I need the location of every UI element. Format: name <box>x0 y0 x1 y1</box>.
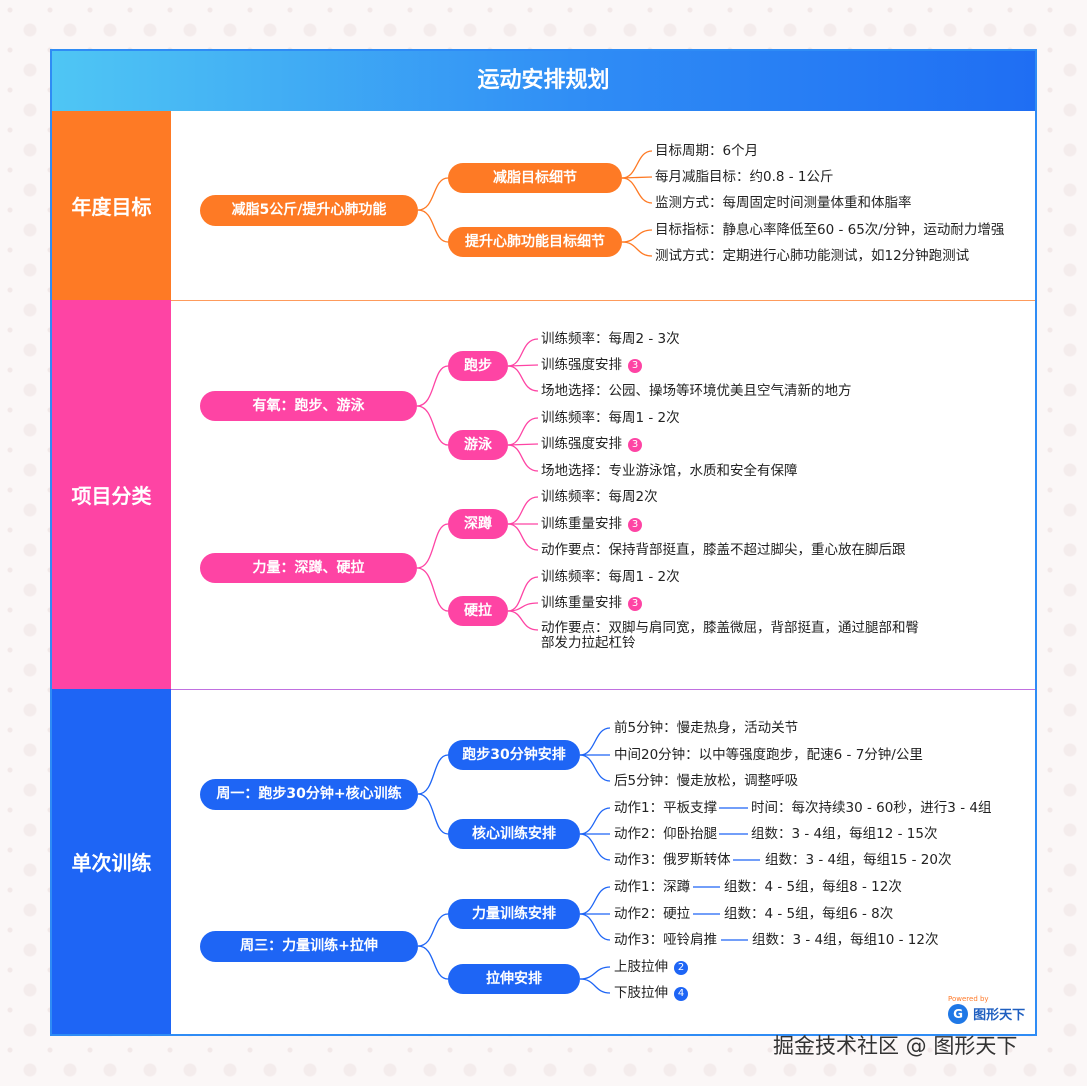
leaf-deadlift-frequency: 训练频率：每周1 - 2次 <box>541 569 680 585</box>
leaf-label: 训练强度安排 <box>541 357 622 373</box>
leaf-run-frequency: 训练频率：每周2 - 3次 <box>541 331 680 347</box>
squat-node[interactable]: 深蹲 <box>448 509 508 539</box>
powered-by-logo: Powered by G 图形天下 <box>948 995 1025 1024</box>
core-node[interactable]: 核心训练安排 <box>448 819 580 849</box>
leaf-label: 训练重量安排 <box>541 516 622 532</box>
leaf-run-first: 前5分钟：慢走热身，活动关节 <box>614 720 799 736</box>
section-label-annual-goal: 年度目标 <box>52 111 171 300</box>
leaf-core-action-3-detail: 组数：3 - 4组，每组15 - 20次 <box>765 852 952 868</box>
leaf-upper-stretch[interactable]: 上肢拉伸 2 <box>614 958 688 976</box>
collapsed-count-badge[interactable]: 3 <box>628 518 642 532</box>
leaf-squat-weight[interactable]: 训练重量安排 3 <box>541 515 642 533</box>
leaf-strength-action-1-detail: 组数：4 - 5组，每组8 - 12次 <box>724 879 902 895</box>
leaf-strength-action-3: 动作3：哑铃肩推 <box>614 932 718 948</box>
leaf-lower-stretch[interactable]: 下肢拉伸 4 <box>614 984 688 1002</box>
section-label-sessions: 单次训练 <box>52 689 171 1034</box>
leaf-strength-action-1: 动作1：深蹲 <box>614 879 691 895</box>
leaf-label: 下肢拉伸 <box>614 985 668 1001</box>
leaf-deadlift-key-points: 动作要点：双脚与肩同宽，膝盖微屈，背部挺直，通过腿部和臀 部发力拉起杠铃 <box>541 621 919 651</box>
leaf-squat-key-points: 动作要点：保持背部挺直，膝盖不超过脚尖，重心放在脚后跟 <box>541 542 906 558</box>
collapsed-count-badge[interactable]: 3 <box>628 359 642 373</box>
leaf-swim-frequency: 训练频率：每周1 - 2次 <box>541 410 680 426</box>
cardio-detail-node[interactable]: 提升心肺功能目标细节 <box>448 227 622 257</box>
goal-main-node[interactable]: 减脂5公斤/提升心肺功能 <box>200 195 418 226</box>
monday-node[interactable]: 周一：跑步30分钟+核心训练 <box>200 779 418 810</box>
leaf-core-action-2-detail: 组数：3 - 4组，每组12 - 15次 <box>751 826 938 842</box>
leaf-strength-action-2-detail: 组数：4 - 5组，每组6 - 8次 <box>724 906 894 922</box>
leaf-core-action-3: 动作3：俄罗斯转体 <box>614 852 731 868</box>
leaf-test-method: 测试方式：定期进行心肺功能测试，如12分钟跑测试 <box>655 248 970 264</box>
deadlift-node[interactable]: 硬拉 <box>448 596 508 626</box>
swimming-node[interactable]: 游泳 <box>448 430 508 460</box>
section-label-categories: 项目分类 <box>52 300 171 689</box>
leaf-target-metric: 目标指标：静息心率降低至60 - 65次/分钟，运动耐力增强 <box>655 222 1005 238</box>
collapsed-count-badge[interactable]: 4 <box>674 987 688 1001</box>
leaf-squat-frequency: 训练频率：每周2次 <box>541 489 658 505</box>
page-title: 运动安排规划 <box>52 51 1035 111</box>
leaf-swim-venue: 场地选择：专业游泳馆，水质和安全有保障 <box>541 463 798 479</box>
running-node[interactable]: 跑步 <box>448 351 508 381</box>
leaf-run-intensity[interactable]: 训练强度安排 3 <box>541 356 642 374</box>
section-divider <box>171 689 1035 690</box>
collapsed-count-badge[interactable]: 3 <box>628 438 642 452</box>
leaf-run-last: 后5分钟：慢走放松，调整呼吸 <box>614 773 799 789</box>
stretch-node[interactable]: 拉伸安排 <box>448 964 580 994</box>
section-divider <box>171 300 1035 301</box>
leaf-strength-action-3-detail: 组数：3 - 4组，每组10 - 12次 <box>752 932 939 948</box>
leaf-run-middle: 中间20分钟：以中等强度跑步，配速6 - 7分钟/公里 <box>614 747 923 763</box>
leaf-deadlift-weight[interactable]: 训练重量安排 3 <box>541 594 642 612</box>
strength-plan-node[interactable]: 力量训练安排 <box>448 899 580 929</box>
logo-caption: Powered by <box>948 995 989 1003</box>
leaf-core-action-2: 动作2：仰卧抬腿 <box>614 826 718 842</box>
leaf-core-action-1-detail: 时间：每次持续30 - 60秒，进行3 - 4组 <box>751 800 992 816</box>
logo-name: 图形天下 <box>973 1008 1026 1023</box>
leaf-target-period: 目标周期：6个月 <box>655 143 759 159</box>
leaf-run-venue: 场地选择：公园、操场等环境优美且空气清新的地方 <box>541 383 852 399</box>
leaf-core-action-1: 动作1：平板支撑 <box>614 800 718 816</box>
watermark: 掘金技术社区 @ 图形天下 <box>773 1034 1018 1058</box>
collapsed-count-badge[interactable]: 3 <box>628 597 642 611</box>
mindmap-frame: 运动安排规划 年度目标 项目分类 单次训练 <box>50 49 1037 1036</box>
logo-icon: G <box>948 1003 968 1024</box>
run30-node[interactable]: 跑步30分钟安排 <box>448 740 580 770</box>
leaf-line: 动作要点：双脚与肩同宽，膝盖微屈，背部挺直，通过腿部和臀 <box>541 620 919 636</box>
leaf-label: 训练重量安排 <box>541 595 622 611</box>
leaf-swim-intensity[interactable]: 训练强度安排 3 <box>541 435 642 453</box>
leaf-monthly-target: 每月减脂目标：约0.8 - 1公斤 <box>655 169 834 185</box>
leaf-strength-action-2: 动作2：硬拉 <box>614 906 691 922</box>
leaf-label: 上肢拉伸 <box>614 959 668 975</box>
wednesday-node[interactable]: 周三：力量训练+拉伸 <box>200 931 418 962</box>
leaf-label: 训练强度安排 <box>541 436 622 452</box>
strength-node[interactable]: 力量：深蹲、硬拉 <box>200 553 417 583</box>
leaf-line: 部发力拉起杠铃 <box>541 635 636 651</box>
aerobic-node[interactable]: 有氧：跑步、游泳 <box>200 391 417 421</box>
fat-loss-detail-node[interactable]: 减脂目标细节 <box>448 163 622 193</box>
leaf-monitor-method: 监测方式：每周固定时间测量体重和体脂率 <box>655 195 912 211</box>
collapsed-count-badge[interactable]: 2 <box>674 961 688 975</box>
